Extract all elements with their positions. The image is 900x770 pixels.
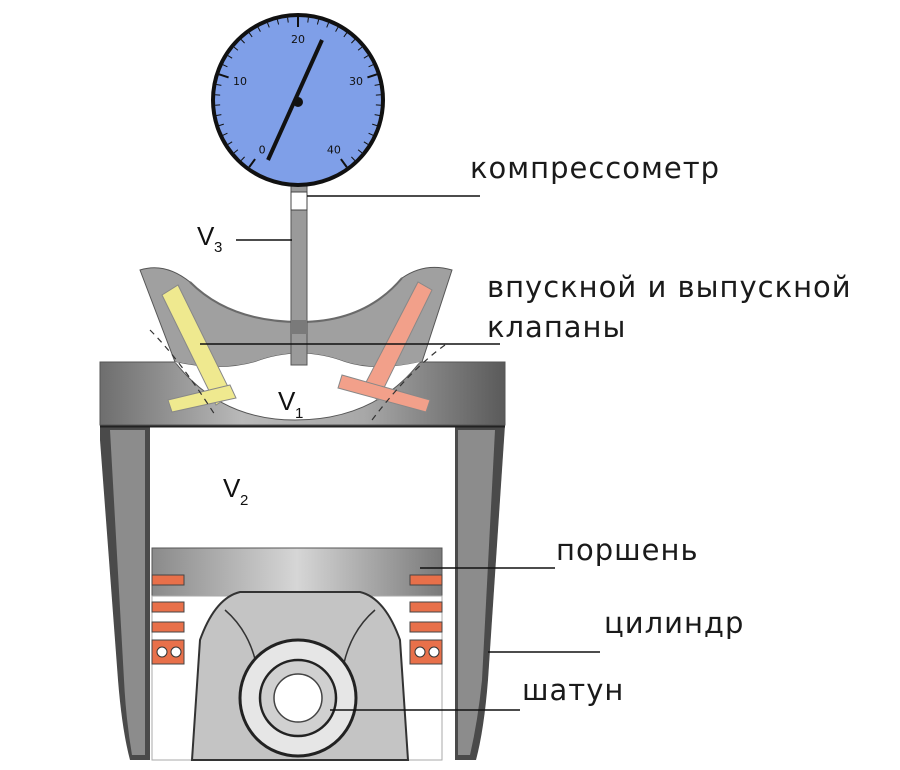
volume-v2-sub: 2	[240, 492, 248, 509]
dial-minor-tick	[233, 149, 239, 154]
dial-minor-tick	[216, 83, 222, 86]
dial-minor-tick	[266, 22, 270, 28]
dial-minor-tick	[233, 46, 239, 51]
dial-minor-tick	[351, 156, 356, 161]
dial-minor-tick	[287, 17, 289, 23]
dial-minor-tick	[372, 123, 378, 127]
dial-minor-tick	[240, 156, 245, 161]
piston-rings	[151, 574, 443, 665]
dial-minor-tick	[216, 114, 222, 117]
volume-v1-letter: V	[278, 386, 296, 416]
dial-major-tick	[340, 158, 348, 168]
volume-v3: V 3	[197, 221, 222, 256]
label-cylinder: цилиндр	[604, 606, 744, 640]
dial-minor-tick	[351, 39, 356, 44]
dial-minor-tick	[363, 141, 369, 145]
connecting-rod	[190, 591, 410, 761]
dial-minor-tick	[222, 64, 228, 68]
dial-minor-tick	[240, 39, 245, 44]
dial-minor-tick	[368, 64, 374, 68]
dial-major-tick	[218, 73, 229, 79]
dial-minor-tick	[316, 19, 320, 25]
dial-minor-tick	[227, 55, 233, 59]
dial-minor-tick	[307, 17, 309, 23]
exhaust-valve	[337, 281, 446, 421]
dial-minor-tick	[363, 55, 369, 59]
dial-minor-tick	[374, 83, 380, 86]
dial-minor-tick	[222, 132, 228, 136]
dial-minor-tick	[276, 19, 280, 25]
gauge-stem	[290, 179, 308, 366]
volume-v3-sub: 3	[214, 239, 222, 256]
label-valves-line2: клапаны	[487, 310, 626, 344]
dial-major-tick	[248, 158, 256, 168]
dial-minor-tick	[343, 32, 348, 38]
intake-valve	[149, 284, 237, 416]
dial-major-tick	[367, 73, 378, 79]
combustion-chamber	[175, 353, 420, 410]
label-rod: шатун	[522, 673, 624, 707]
dial-minor-tick	[326, 22, 330, 28]
label-valves-line1: впускной и выпускной	[487, 270, 852, 304]
leader-lines	[200, 195, 600, 711]
dial-tick-label: 10	[233, 75, 247, 88]
volume-v1: V 1	[278, 386, 303, 422]
label-gauge: компрессометр	[470, 151, 720, 185]
compression-gauge-dial: 0 10 20 30 40	[211, 13, 385, 187]
label-piston: поршень	[556, 533, 699, 567]
volume-v2: V 2	[223, 473, 248, 509]
dial-minor-tick	[357, 149, 363, 154]
dial-tick-label: 30	[349, 75, 363, 88]
volume-v1-sub: 1	[295, 405, 303, 422]
dial-minor-tick	[357, 46, 363, 51]
dial-tick-label: 40	[327, 143, 341, 156]
dial-minor-tick	[335, 27, 339, 32]
dial-minor-tick	[374, 114, 380, 117]
dial-tick-label: 0	[259, 143, 266, 156]
dial-minor-tick	[227, 141, 233, 145]
dial-minor-tick	[218, 123, 224, 127]
dial-minor-tick	[248, 32, 253, 38]
volume-v2-letter: V	[223, 473, 241, 503]
volume-v3-letter: V	[197, 221, 215, 251]
dial-minor-tick	[257, 27, 261, 32]
dial-minor-tick	[368, 132, 374, 136]
dial-tick-label: 20	[291, 33, 305, 46]
